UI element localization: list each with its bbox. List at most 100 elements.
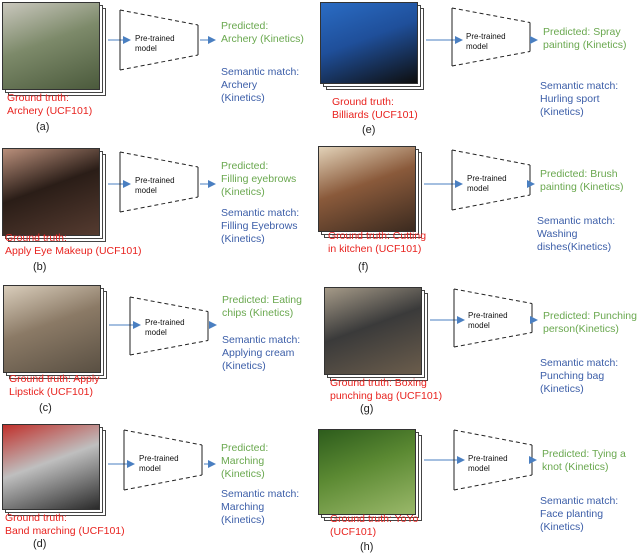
ground-truth-label-line: (UCF101) (330, 526, 377, 538)
model-label-line: model (135, 44, 157, 53)
ground-truth-label-line: Ground truth: Apply (9, 373, 100, 385)
panel-letter: (a) (36, 121, 50, 133)
ground-truth-label-line: Ground truth: (5, 232, 67, 244)
semantic-match-label-line: Applying cream (222, 347, 295, 359)
semantic-match-label-line: Filling Eyebrows (221, 220, 298, 232)
semantic-match-label-line: (Kinetics) (540, 383, 584, 395)
predicted-label-line: Predicted: Spray (543, 26, 621, 38)
predicted-label-line: knot (Kinetics) (542, 461, 609, 473)
semantic-match-label-line: Face planting (540, 508, 604, 520)
semantic-match-label-line: Semantic match: (540, 80, 619, 92)
semantic-match-label: Semantic match:Marching(Kinetics) (221, 488, 299, 527)
predicted-label-line: (Kinetics) (221, 468, 265, 480)
panel-letter: (b) (33, 261, 47, 273)
semantic-match-label-line: Semantic match: (221, 66, 300, 78)
ground-truth-label-line: Lipstick (UCF101) (9, 386, 94, 398)
model-trapezoid (451, 7, 531, 67)
predicted-label: Predicted:Filling eyebrows(Kinetics) (221, 160, 296, 199)
model-trapezoid (119, 151, 199, 213)
semantic-match-label-line: Semantic match: (540, 357, 619, 369)
model-trapezoid (451, 149, 531, 211)
semantic-match-label-line: (Kinetics) (222, 360, 266, 372)
model-label-line: model (466, 42, 488, 51)
video-thumbnail (2, 148, 100, 236)
semantic-match-label-line: (Kinetics) (540, 106, 584, 118)
ground-truth-label: Ground truth:Billiards (UCF101) (332, 96, 418, 122)
ground-truth-label-line: Ground truth: Boxing (330, 377, 427, 389)
predicted-label-line: chips (Kinetics) (222, 307, 294, 319)
model-label-line: model (145, 328, 167, 337)
model-label-line: Pre-trained (145, 318, 185, 327)
ground-truth-label-line: Ground truth: (332, 96, 394, 108)
semantic-match-label-line: Semantic match: (222, 334, 301, 346)
panel-letter: (c) (39, 402, 52, 414)
semantic-match-label-line: dishes(Kinetics) (537, 241, 612, 253)
predicted-label: Predicted:Marching(Kinetics) (221, 442, 268, 481)
predicted-label-line: Predicted: Eating (222, 294, 302, 306)
panel-letter: (g) (360, 403, 374, 415)
semantic-match-label-line: Semantic match: (540, 495, 619, 507)
predicted-label: Predicted:Archery (Kinetics) (221, 20, 304, 46)
predicted-label-line: (Kinetics) (221, 186, 265, 198)
semantic-match-label: Semantic match:Face planting(Kinetics) (540, 495, 618, 534)
semantic-match-label-line: (Kinetics) (221, 514, 265, 526)
model-label-line: Pre-trained (466, 32, 506, 41)
model-trapezoid (119, 9, 199, 71)
semantic-match-label: Semantic match:Archery(Kinetics) (221, 66, 299, 105)
semantic-match-label-line: (Kinetics) (540, 521, 584, 533)
video-thumbnail (324, 287, 422, 375)
predicted-label-line: Predicted: Brush (540, 168, 618, 180)
model-trapezoid (123, 429, 203, 491)
semantic-match-label-line: Hurling sport (540, 93, 600, 105)
semantic-match-label-line: Semantic match: (221, 488, 300, 500)
video-thumbnail (2, 424, 100, 510)
ground-truth-label: Ground truth: YoYo(UCF101) (330, 513, 418, 539)
semantic-match-label-line: Washing (537, 228, 578, 240)
model-trapezoid (453, 288, 533, 348)
ground-truth-label-line: Archery (UCF101) (7, 105, 93, 117)
predicted-label-line: Predicted: (221, 160, 269, 172)
panel-letter: (h) (360, 541, 374, 553)
semantic-match-label-line: (Kinetics) (221, 233, 265, 245)
predicted-label-line: Filling eyebrows (221, 173, 297, 185)
model-label-line: Pre-trained (467, 174, 507, 183)
semantic-match-label: Semantic match:Punching bag(Kinetics) (540, 357, 618, 396)
model-label-line: model (139, 464, 161, 473)
ground-truth-label: Ground truth:Band marching (UCF101) (5, 512, 125, 538)
ground-truth-label: Ground truth:Apply Eye Makeup (UCF101) (5, 232, 142, 258)
predicted-label-line: Predicted: (221, 20, 269, 32)
semantic-match-label: Semantic match:Applying cream(Kinetics) (222, 334, 300, 373)
ground-truth-label-line: Ground truth: Cutting (328, 230, 427, 242)
video-thumbnail (318, 146, 416, 232)
predicted-label-line: Predicted: Tying a (542, 448, 626, 460)
video-thumbnail (318, 429, 416, 515)
semantic-match-label-line: Marching (221, 501, 265, 513)
ground-truth-label-line: Apply Eye Makeup (UCF101) (5, 245, 142, 257)
ground-truth-label-line: punching bag (UCF101) (330, 390, 443, 402)
video-thumbnail (2, 2, 100, 90)
predicted-label-line: Marching (221, 455, 265, 467)
semantic-match-label: Semantic match:Filling Eyebrows(Kinetics… (221, 207, 299, 246)
ground-truth-label-line: in kitchen (UCF101) (328, 243, 422, 255)
predicted-label-line: painting (Kinetics) (543, 39, 627, 51)
model-label-line: model (468, 321, 490, 330)
model-label-line: model (468, 464, 490, 473)
model-label-line: Pre-trained (135, 34, 175, 43)
semantic-match-label-line: Semantic match: (221, 207, 300, 219)
semantic-match-label: Semantic match:Hurling sport(Kinetics) (540, 80, 618, 119)
predicted-label-line: Predicted: (221, 442, 269, 454)
